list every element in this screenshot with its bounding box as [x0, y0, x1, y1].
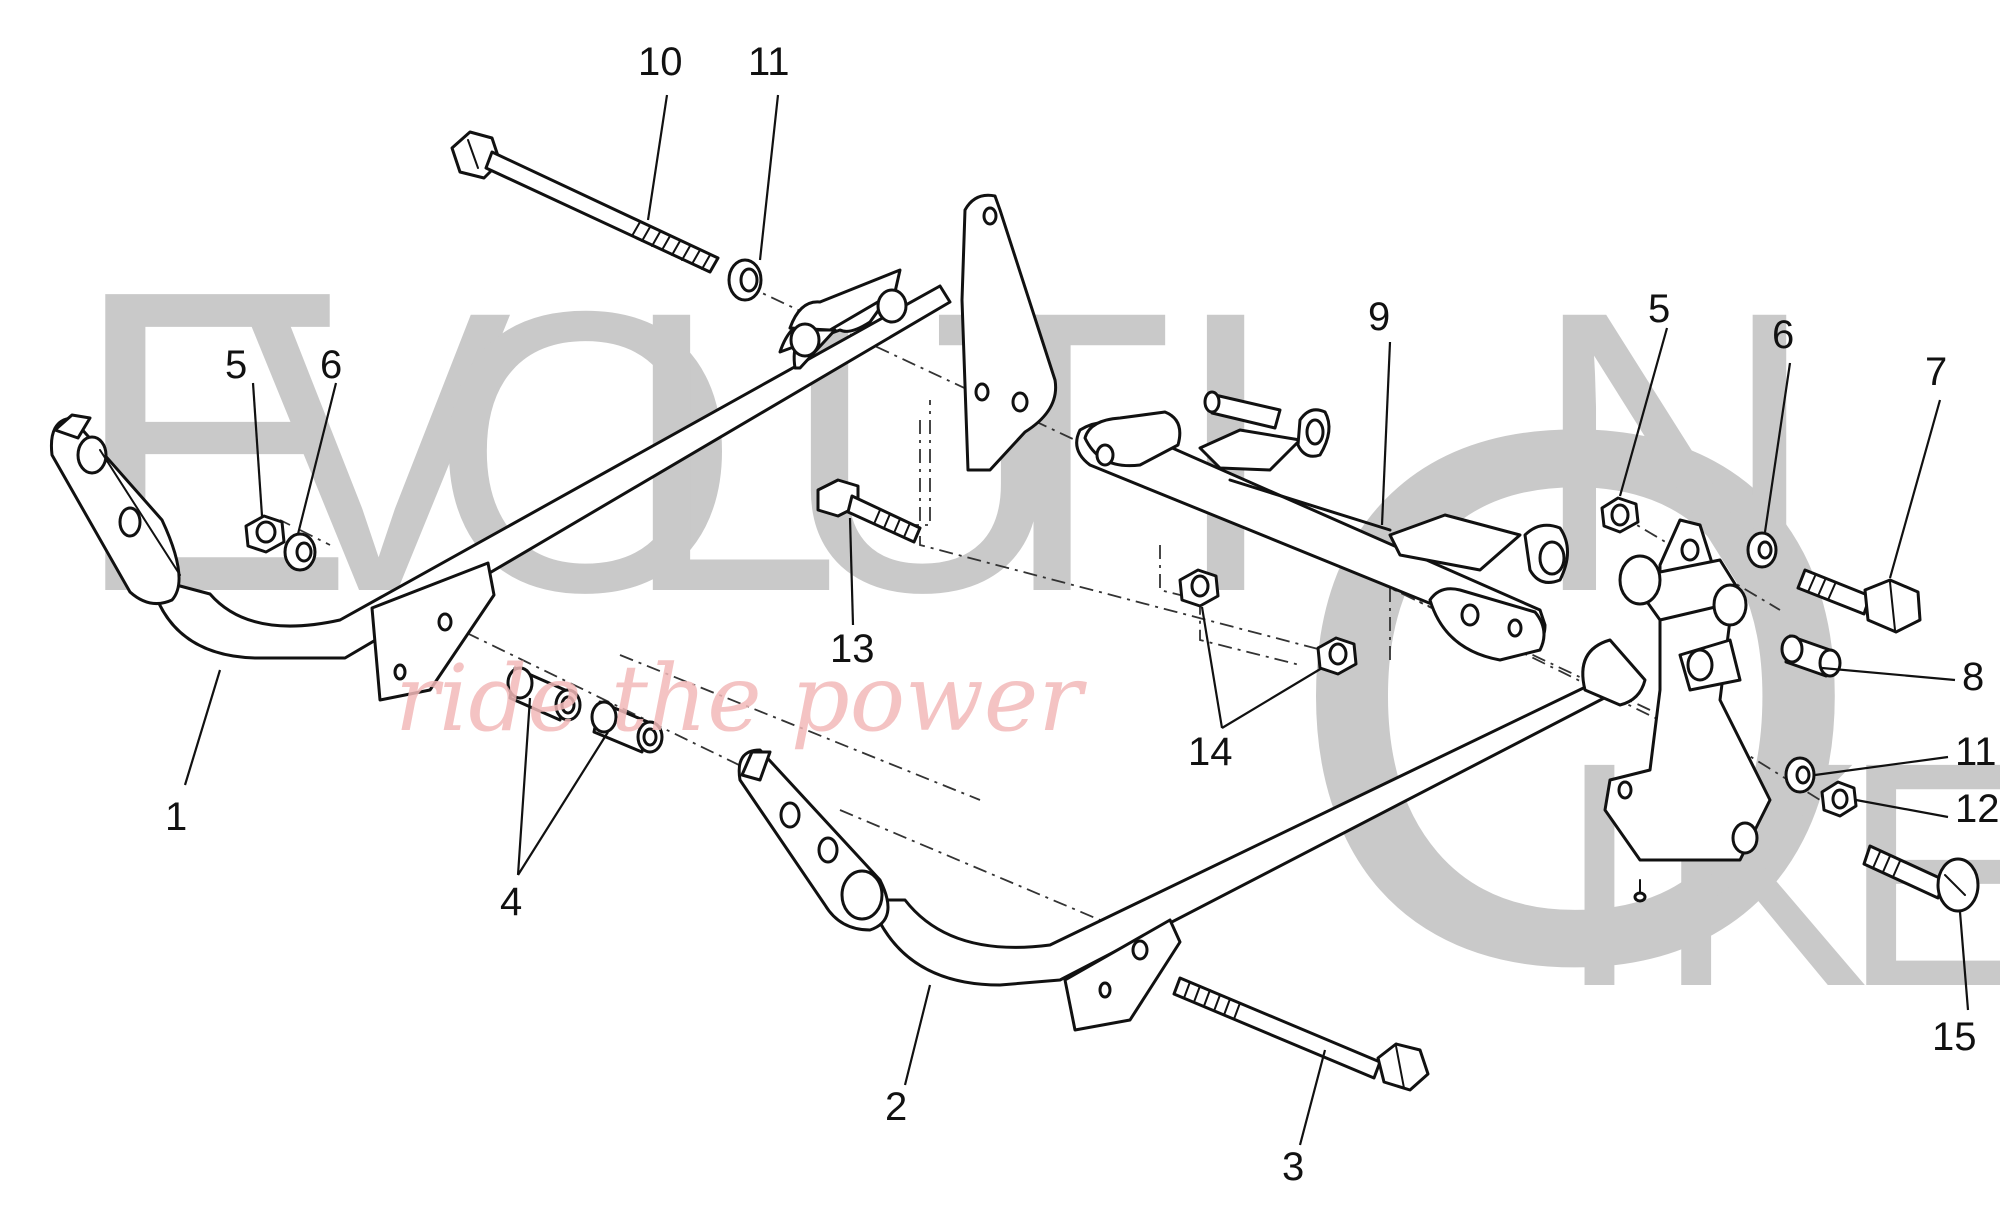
watermark-letter-i2: I	[1555, 695, 1644, 1053]
part-15-bolt	[1862, 844, 1980, 913]
part-11-bottom-washer	[1784, 756, 1816, 794]
part-2-right-bar	[737, 638, 1647, 1032]
part-5-left-nut	[244, 514, 286, 554]
part-12-nut	[1820, 780, 1858, 818]
center-mounting-plate	[788, 193, 1058, 472]
callout-12: 12	[1955, 787, 2000, 831]
callout-5-right: 5	[1648, 287, 1670, 331]
callout-2: 2	[885, 1085, 907, 1129]
part-5-right-nut	[1600, 496, 1640, 534]
brand-watermark: E V O L U T I O N I K E	[70, 202, 2000, 1122]
callout-6-right: 6	[1772, 313, 1794, 357]
callout-9: 9	[1368, 295, 1390, 339]
callout-labels: 1 2 3 4 5 6 5 6 7 8 9 10 11 11 12 13 14 …	[165, 40, 2000, 1189]
frame-bracket-right	[1603, 518, 1772, 903]
part-4-spacers	[506, 666, 664, 754]
callout-11-bottom: 11	[1955, 730, 1997, 774]
callout-11-top: 11	[748, 40, 790, 84]
callout-4: 4	[500, 880, 522, 924]
leader-lines	[183, 94, 1970, 1146]
part-10-long-bolt	[450, 130, 720, 274]
callout-5-left: 5	[225, 343, 247, 387]
watermark-tagline: ride the power	[395, 645, 1087, 752]
part-6-left-washer	[283, 532, 317, 572]
callout-1: 1	[165, 795, 187, 839]
callout-14: 14	[1188, 730, 1233, 774]
part-9-pivot-arm	[1075, 390, 1569, 662]
part-7-bolt	[1796, 568, 1922, 634]
callout-10: 10	[638, 40, 683, 84]
callout-3: 3	[1282, 1145, 1304, 1189]
callout-13: 13	[830, 627, 875, 671]
part-14-nuts	[1178, 568, 1358, 676]
part-6-right-washer	[1746, 531, 1778, 569]
callout-7: 7	[1925, 350, 1947, 394]
callout-15: 15	[1932, 1015, 1977, 1059]
part-3-long-bolt	[1172, 976, 1430, 1092]
callout-8: 8	[1962, 655, 1984, 699]
part-11-top-washer	[727, 258, 763, 302]
part-13-bolt	[816, 478, 922, 544]
callout-6-left: 6	[320, 343, 342, 387]
